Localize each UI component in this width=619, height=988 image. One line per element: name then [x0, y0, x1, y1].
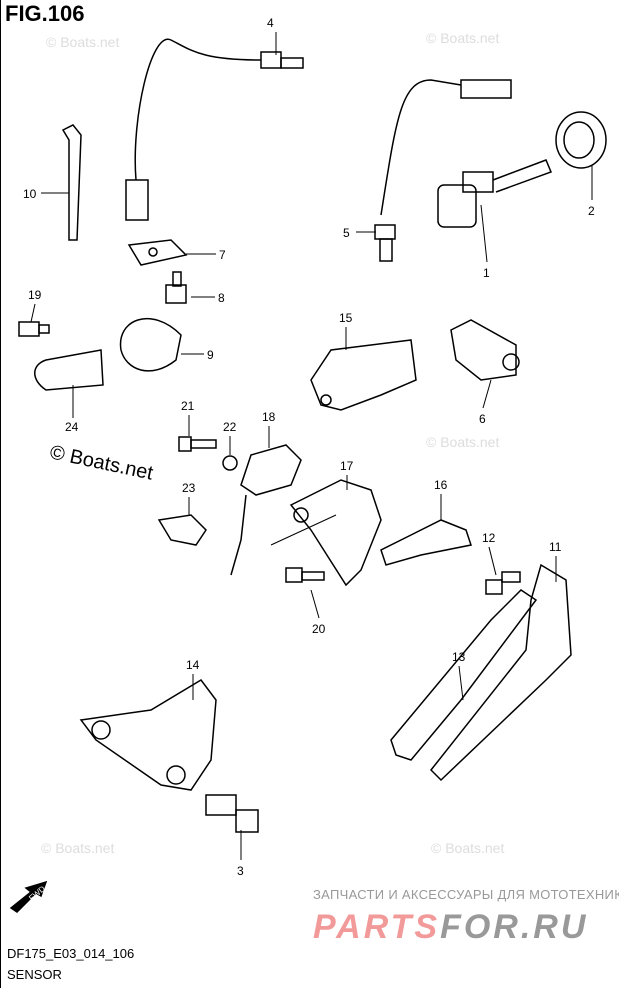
callout-6: 6	[479, 412, 486, 426]
callout-19: 19	[28, 288, 42, 302]
callout-12: 12	[482, 531, 496, 545]
watermark: © Boats.net	[426, 30, 500, 46]
section-title: SENSOR	[7, 967, 62, 982]
callout-3: 3	[237, 864, 244, 878]
watermark: © Boats.net	[426, 434, 500, 450]
callout-22: 22	[223, 420, 237, 434]
watermark: © Boats.net	[41, 840, 115, 856]
diagram-code: DF175_E03_014_106	[7, 946, 135, 961]
callout-5: 5	[343, 226, 350, 240]
callout-13: 13	[452, 650, 466, 664]
callout-23: 23	[182, 481, 196, 495]
callout-10: 10	[23, 187, 37, 201]
watermark: © Boats.net	[46, 34, 120, 50]
callout-20: 20	[312, 622, 326, 636]
callout-2: 2	[588, 204, 595, 218]
callout-18: 18	[262, 410, 276, 424]
callout-16: 16	[434, 478, 448, 492]
figure-number: FIG.106	[5, 1, 85, 26]
callout-7: 7	[219, 248, 226, 262]
callout-1: 1	[483, 266, 490, 280]
callout-21: 21	[181, 399, 195, 413]
callout-14: 14	[186, 658, 200, 672]
leader-lines	[30, 32, 593, 860]
callout-15: 15	[339, 311, 353, 325]
ad-brand: PARTSFOR.RU	[313, 908, 589, 946]
callout-24: 24	[65, 420, 79, 434]
callout-9: 9	[207, 348, 214, 362]
callout-17: 17	[340, 459, 354, 473]
callout-8: 8	[218, 291, 225, 305]
callout-4: 4	[267, 16, 274, 30]
callout-11: 11	[549, 540, 562, 554]
ad-tagline: ЗАПЧАСТИ И АКСЕССУАРЫ ДЛЯ МОТОТЕХНИКИ	[313, 887, 619, 902]
watermark: © Boats.net	[431, 840, 505, 856]
